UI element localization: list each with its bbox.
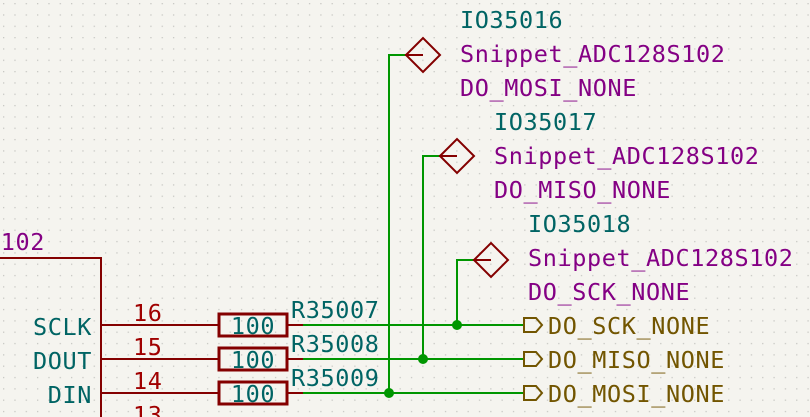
port-ref: IO35016: [460, 6, 563, 34]
resistor-r35007[interactable]: 100 R35007: [217, 296, 380, 340]
resistor-ref: R35007: [291, 296, 380, 324]
diamond-port-icon: [472, 241, 510, 279]
hier-label-mosi[interactable]: DO_MOSI_NONE: [523, 380, 725, 408]
output-flag-icon: [523, 385, 544, 401]
wire-sck-branch[interactable]: [456, 259, 473, 325]
component-value: S102: [0, 228, 45, 256]
port-net: DO_MISO_NONE: [494, 176, 671, 204]
port-ref: IO35017: [494, 108, 597, 136]
hier-label-text: DO_MISO_NONE: [548, 346, 725, 374]
junction-dot: [384, 388, 394, 398]
output-flag-icon: [523, 351, 544, 367]
hier-label-sck[interactable]: DO_SCK_NONE: [523, 312, 710, 340]
junction-dot: [418, 354, 428, 364]
resistor-value: 100: [231, 380, 275, 408]
output-flag-icon: [523, 317, 544, 333]
pin-name-dout: DOUT: [33, 347, 92, 375]
component-body: [0, 257, 102, 417]
snippet-port-io35018[interactable]: IO35018 Snippet_ADC128S102 DO_SCK_NONE: [472, 210, 793, 306]
resistor-value: 100: [231, 346, 275, 374]
snippet-port-io35017[interactable]: IO35017 Snippet_ADC128S102 DO_MISO_NONE: [438, 108, 759, 204]
wire-mosi-branch[interactable]: [388, 54, 405, 393]
snippet-port-io35016[interactable]: IO35016 Snippet_ADC128S102 DO_MOSI_NONE: [404, 6, 725, 102]
port-snippet: Snippet_ADC128S102: [460, 40, 725, 68]
hier-label-miso[interactable]: DO_MISO_NONE: [523, 346, 725, 374]
port-snippet: Snippet_ADC128S102: [528, 244, 793, 272]
port-ref: IO35018: [528, 210, 631, 238]
adc-component[interactable]: S102 SCLK DOUT DIN 16 15 14 13: [0, 228, 219, 417]
port-net: DO_MOSI_NONE: [460, 74, 637, 102]
hier-label-text: DO_MOSI_NONE: [548, 380, 725, 408]
diamond-port-icon: [438, 137, 476, 175]
port-net: DO_SCK_NONE: [528, 278, 690, 306]
resistor-r35009[interactable]: 100 R35009: [217, 364, 380, 408]
resistor-ref: R35009: [291, 364, 380, 392]
pin-number-13: 13: [133, 401, 163, 417]
wire-miso-branch[interactable]: [422, 155, 439, 359]
resistor-value: 100: [231, 312, 275, 340]
hier-label-text: DO_SCK_NONE: [548, 312, 710, 340]
pin-number-16: 16: [133, 299, 163, 327]
pin-number-15: 15: [133, 333, 163, 361]
diamond-port-icon: [404, 36, 442, 74]
resistor-ref: R35008: [291, 330, 380, 358]
pin-number-14: 14: [133, 367, 163, 395]
resistor-r35008[interactable]: 100 R35008: [217, 330, 380, 374]
pin-name-din: DIN: [48, 381, 92, 409]
junction-dot: [452, 320, 462, 330]
pin-name-sclk: SCLK: [33, 313, 92, 341]
port-snippet: Snippet_ADC128S102: [494, 142, 759, 170]
